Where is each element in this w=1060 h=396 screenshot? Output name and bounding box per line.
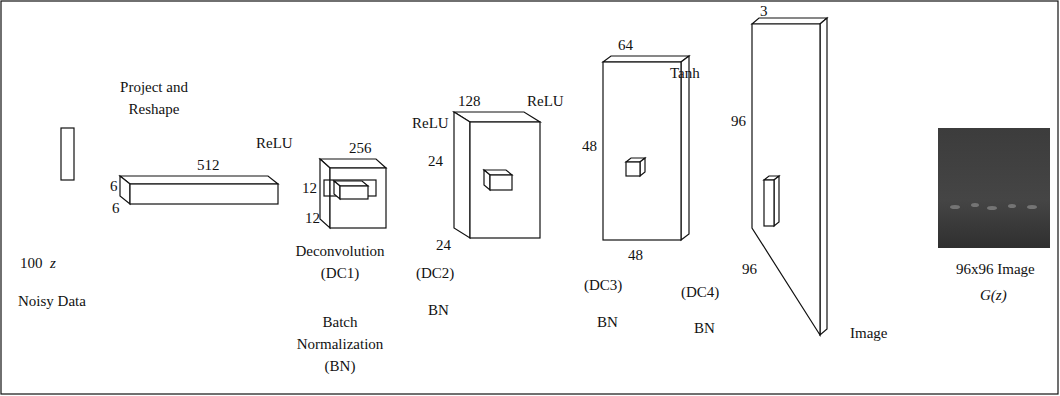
dc2-volume (454, 112, 540, 238)
noise-symbol: z (50, 252, 56, 274)
dimension: 128 (458, 90, 481, 112)
layer-note: BN (428, 299, 449, 321)
noise-size: 100 (20, 252, 43, 274)
activation: Tanh (670, 62, 700, 84)
dimension: 96 (731, 110, 746, 132)
dc1-volume (320, 159, 386, 228)
layer-name: Deconvolution (DC1) (285, 240, 395, 284)
dimension: 64 (618, 34, 633, 56)
noise-vector (61, 128, 74, 180)
layer-note: Project and Reshape (108, 76, 200, 120)
layer-name: (DC2) (416, 262, 454, 284)
output-label: Image (850, 322, 887, 344)
dimension: 6 (110, 175, 118, 197)
activation: ReLU (527, 90, 564, 112)
dimension: 24 (428, 150, 443, 172)
layer-note: BN (694, 317, 715, 339)
dimension: 12 (305, 207, 320, 229)
layer-note: Batch Normalization (BN) (285, 311, 395, 377)
dimension: 48 (582, 135, 597, 157)
output-slab (752, 18, 827, 335)
dimension: 3 (760, 0, 768, 22)
projected-bar (120, 176, 278, 204)
activation: ReLU (412, 112, 449, 134)
dimension: 512 (197, 154, 220, 176)
generated-image (938, 128, 1050, 248)
input-label: Noisy Data (18, 290, 86, 312)
layer-name: (DC3) (584, 274, 622, 296)
dimension: 96 (742, 258, 757, 280)
layer-name: (DC4) (681, 281, 719, 303)
layer-note: BN (597, 311, 618, 333)
dc3-volume (603, 56, 689, 240)
dimension: 48 (628, 244, 643, 266)
dimension: 24 (436, 234, 451, 256)
generator-symbol: G(z) (980, 284, 1007, 306)
activation: ReLU (256, 132, 293, 154)
dimension: 256 (349, 137, 372, 159)
dimension: 6 (112, 197, 120, 219)
image-caption: 96x96 Image (956, 258, 1035, 280)
dimension: 12 (302, 177, 317, 199)
